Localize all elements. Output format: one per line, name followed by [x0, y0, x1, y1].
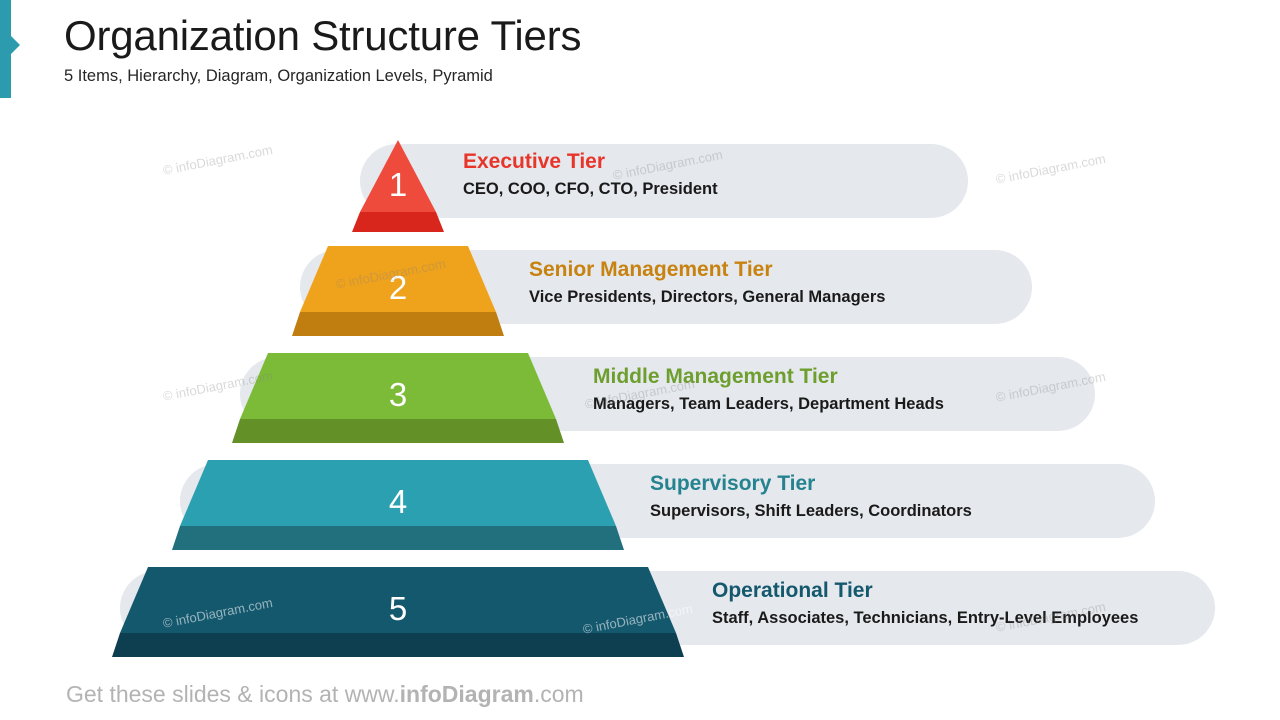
tier-heading-3: Middle Management Tier [593, 365, 838, 388]
tier-1-face [360, 140, 436, 212]
watermark: © infoDiagram.com [161, 141, 274, 178]
tier-text-4: Supervisory Tier Supervisors, Shift Lead… [650, 472, 972, 522]
tier-number-2: 2 [388, 269, 408, 306]
tier-4-face [180, 460, 616, 526]
tier-desc-4: Supervisors, Shift Leaders, Coordinators [650, 502, 972, 521]
tier-heading-5: Operational Tier [712, 579, 873, 602]
tier-shape-3[interactable] [222, 353, 574, 445]
left-accent-bar [0, 0, 11, 98]
tier-shape-5[interactable] [102, 567, 694, 659]
footer-prefix: Get these slides & icons at www. [66, 681, 400, 707]
tier-pill-1 [360, 144, 968, 218]
tier-desc-2: Vice Presidents, Directors, General Mana… [529, 288, 886, 307]
tier-4-base [172, 526, 624, 550]
tier-heading-2: Senior Management Tier [529, 258, 773, 281]
page-title: Organization Structure Tiers [64, 12, 582, 59]
tier-5-face [120, 567, 676, 633]
header: Organization Structure Tiers 5 Items, Hi… [64, 12, 581, 86]
tier-number-1: 1 [388, 166, 408, 203]
tier-shape-2[interactable] [282, 246, 514, 338]
tier-shape-4[interactable] [162, 460, 634, 552]
tier-2-base [292, 312, 504, 336]
tier-number-5: 5 [388, 590, 408, 627]
tier-3-face [240, 353, 556, 419]
footer-promo[interactable]: Get these slides & icons at www.infoDiag… [66, 681, 584, 708]
left-accent-arrow-icon [11, 36, 20, 54]
page-subtitle: 5 Items, Hierarchy, Diagram, Organizatio… [64, 67, 493, 86]
tier-text-3: Middle Management Tier Managers, Team Le… [593, 365, 944, 415]
tier-desc-1: CEO, COO, CFO, CTO, President [463, 180, 718, 199]
tier-desc-5: Staff, Associates, Technicians, Entry-Le… [712, 609, 1139, 628]
tier-5-base [112, 633, 684, 657]
watermark: © infoDiagram.com [994, 150, 1107, 187]
footer-brand: infoDiagram [399, 681, 534, 707]
footer-suffix: .com [533, 681, 584, 707]
tier-number-4: 4 [388, 483, 408, 520]
tier-heading-4: Supervisory Tier [650, 472, 816, 495]
tier-shape-1[interactable] [352, 140, 444, 238]
tier-text-1: Executive Tier CEO, COO, CFO, CTO, Presi… [463, 150, 718, 200]
tier-text-5: Operational Tier Staff, Associates, Tech… [712, 579, 1138, 629]
tier-1-base [352, 212, 444, 232]
tier-3-base [232, 419, 564, 443]
tier-text-2: Senior Management Tier Vice Presidents, … [529, 258, 885, 308]
tier-2-face [300, 246, 496, 312]
tier-heading-1: Executive Tier [463, 150, 606, 173]
tier-number-3: 3 [388, 376, 408, 413]
tier-desc-3: Managers, Team Leaders, Department Heads [593, 395, 944, 414]
